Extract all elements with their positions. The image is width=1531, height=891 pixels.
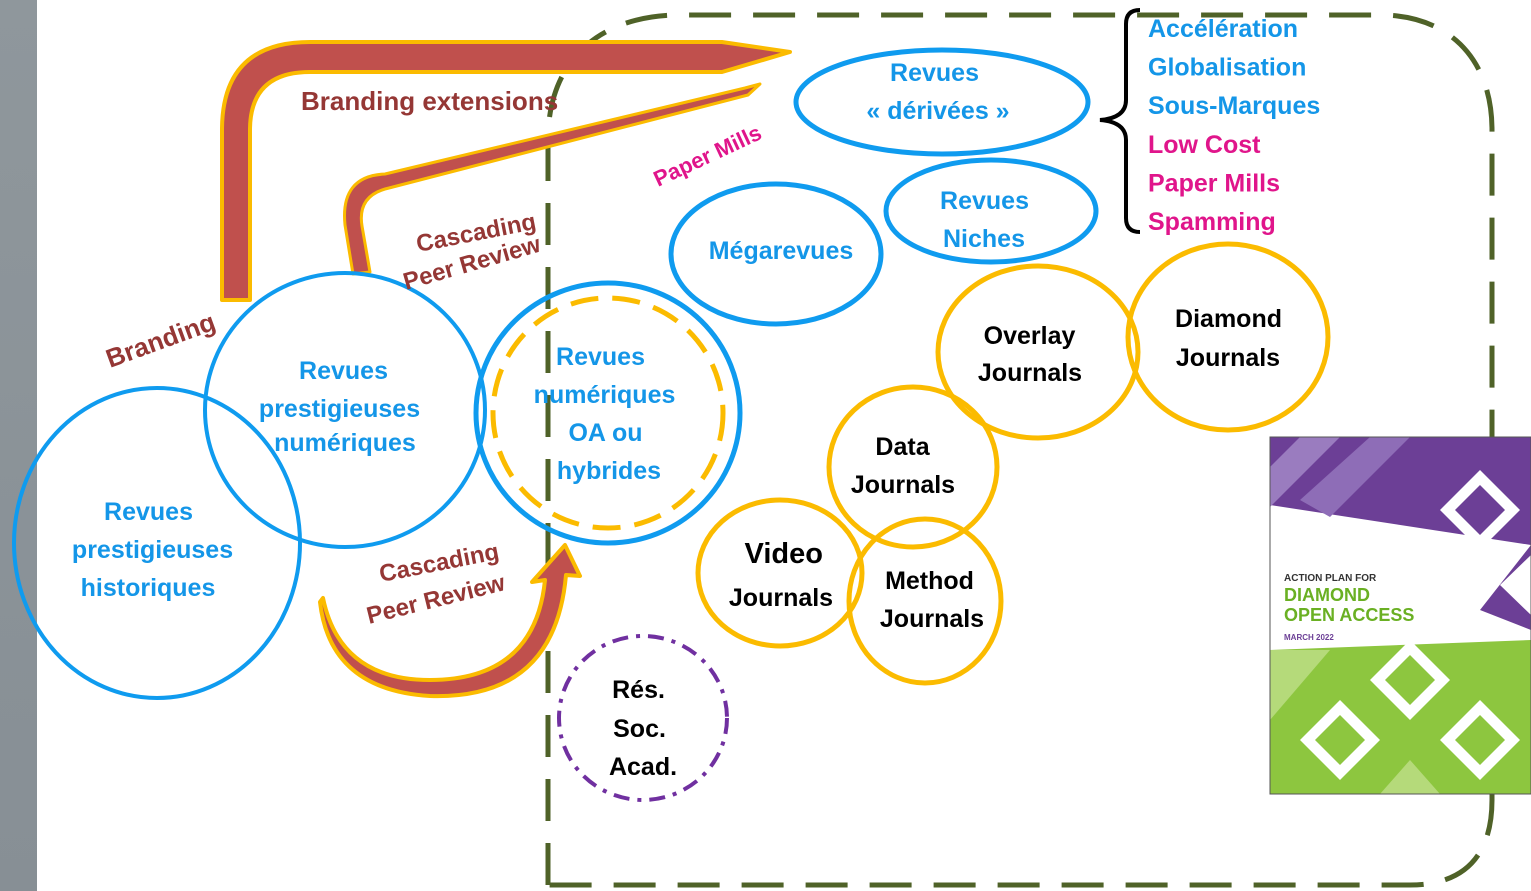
- left-sidebar-strip: [0, 0, 37, 891]
- action-plan-cover: ACTION PLAN FOR DIAMOND OPEN ACCESS MARC…: [1270, 437, 1531, 794]
- circle-megarevues: [668, 181, 884, 327]
- list-bracket: [1099, 8, 1141, 234]
- label-diamond-journals: Diamond Journals: [1175, 305, 1289, 372]
- cover-line3: OPEN ACCESS: [1284, 605, 1414, 625]
- branding-extensions-arrow: [220, 40, 792, 302]
- circle-revues-oa-hybrides: [473, 280, 743, 546]
- label-revues-derivees: Revues « dérivées »: [866, 59, 1009, 125]
- label-paper-mills: Paper Mills: [650, 120, 766, 192]
- side-list-item: Sous-Marques: [1148, 92, 1320, 120]
- label-megarevues: Mégarevues: [709, 237, 854, 265]
- label-video-journals: Video Journals: [729, 538, 833, 612]
- label-branding-extensions: Branding extensions: [301, 86, 558, 116]
- circle-revues-numeriques: [203, 271, 487, 549]
- side-list-item: Accélération: [1148, 15, 1298, 43]
- circle-video-journals: [695, 497, 865, 649]
- label-revues-oa-hybrides: Revues numériques OA ou hybrides: [534, 343, 683, 485]
- label-revues-niches: Revues Niches: [940, 187, 1036, 253]
- label-overlay-journals: Overlay Journals: [978, 322, 1082, 387]
- side-list: AccélérationGlobalisationSous-MarquesLow…: [1148, 15, 1320, 236]
- label-revues-numeriques: Revues prestigieuses numériques: [259, 357, 427, 457]
- side-list-item: Globalisation: [1148, 54, 1306, 82]
- circle-revues-niches: [883, 157, 1099, 265]
- label-revues-historiques: Revues prestigieuses historiques: [72, 498, 240, 602]
- circle-method-journals: [846, 516, 1004, 686]
- label-branding: Branding: [102, 306, 219, 373]
- circle-diamond-journals: [1125, 241, 1331, 433]
- side-list-item: Low Cost: [1148, 131, 1261, 159]
- cover-line2: DIAMOND: [1284, 585, 1370, 605]
- circle-data-journals: [826, 384, 1000, 550]
- circle-revues-historiques: [12, 386, 302, 700]
- cascading-upper-arrow: [343, 82, 762, 276]
- side-list-item: Spamming: [1148, 208, 1276, 236]
- label-res-soc-acad: Rés. Soc. Acad.: [609, 676, 677, 781]
- circle-res-soc-acad: [557, 634, 729, 802]
- label-method-journals: Method Journals: [880, 567, 984, 633]
- cover-line1: ACTION PLAN FOR: [1284, 573, 1377, 584]
- circle-revues-derivees: [793, 47, 1091, 157]
- side-list-item: Paper Mills: [1148, 169, 1280, 197]
- cover-date: MARCH 2022: [1284, 633, 1334, 642]
- circle-overlay-journals: [935, 263, 1141, 441]
- cascading-lower-arrow: [318, 543, 582, 699]
- label-data-journals: Data Journals: [851, 433, 955, 499]
- circle-revues-oa-inner-dashed: [490, 295, 726, 531]
- cover-frame: [1269, 436, 1531, 795]
